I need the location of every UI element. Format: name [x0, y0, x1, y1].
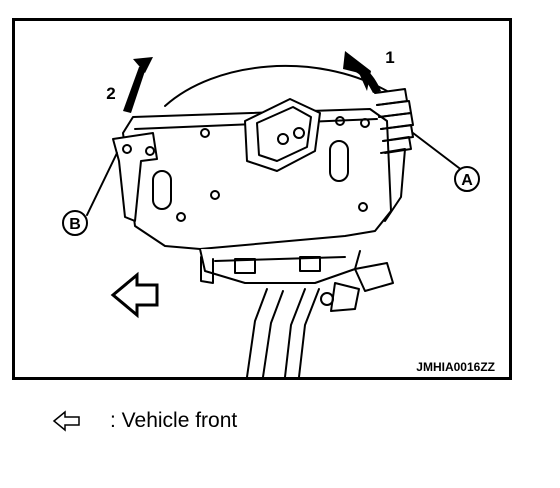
callout-b-label: B — [69, 216, 81, 233]
unit-dome-outline — [164, 64, 388, 107]
arrow-left-outline-icon — [52, 410, 80, 432]
base-ring — [199, 248, 361, 284]
callout-1-label: 1 — [385, 48, 394, 67]
leader-a — [412, 132, 464, 172]
vehicle-front-arrow-icon — [110, 271, 159, 319]
figure-frame: 1 2 A B JMHIA0016ZZ — [12, 18, 512, 380]
component-illustration: 1 2 A B JMHIA0016ZZ — [62, 48, 495, 377]
legend: : Vehicle front — [52, 406, 237, 436]
legend-text: : Vehicle front — [110, 409, 238, 432]
harness-connector — [354, 262, 394, 292]
leader-b — [86, 152, 118, 216]
image-code: JMHIA0016ZZ — [416, 360, 495, 374]
callout-2-label: 2 — [106, 84, 115, 103]
mounting-stalk — [246, 288, 268, 377]
callout-a-label: A — [461, 172, 473, 189]
left-bracket — [112, 132, 158, 222]
rotation-arrow-2 — [133, 57, 153, 73]
